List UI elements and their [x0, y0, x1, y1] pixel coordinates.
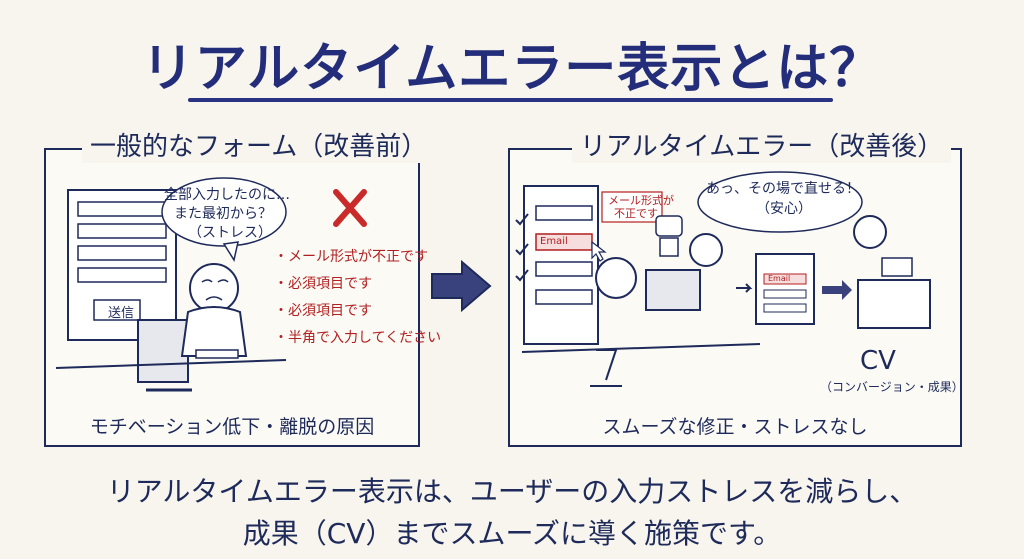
mini-form [755, 253, 815, 325]
arrow-right-icon [431, 259, 492, 313]
cursor-icon [591, 240, 607, 262]
speech-bubble [697, 171, 863, 233]
send-button-shape [93, 299, 141, 321]
error-list: ・メール形式が不正です ・必須項目です ・必須項目です ・半角で入力してください [274, 244, 441, 352]
form-field [535, 261, 593, 277]
after-panel-title: リアルタイムエラー（改善後） [572, 126, 952, 163]
before-panel-title: 一般的なフォーム（改善前） [82, 126, 436, 163]
email-field-label: Email [540, 236, 568, 247]
chair-icon [590, 349, 622, 387]
form-sheet [523, 185, 599, 345]
before-illustration [55, 177, 367, 392]
happy-user-icon [595, 257, 637, 299]
monitor-icon [137, 319, 189, 383]
inline-error-line-2: 不正です [614, 207, 658, 220]
form-field [77, 223, 167, 239]
cv-label: CV [860, 346, 896, 376]
desk-line [55, 359, 287, 369]
send-button-label: 送信 [108, 306, 135, 321]
page-title: リアルタイムエラー表示とは？ [141, 39, 883, 99]
error-item: ・必須項目です [274, 303, 372, 319]
desk-line [521, 343, 761, 353]
form-field [535, 205, 593, 221]
red-x-icon [333, 189, 367, 227]
cash-register-icon [857, 279, 931, 329]
summary-line-2: 成果（CV）までスムーズに導く施策です。 [242, 517, 782, 550]
before-panel: 一般的なフォーム（改善前） 全部入力 [44, 126, 441, 447]
error-item: ・必須項目です [274, 276, 372, 292]
summary-line-1: リアルタイムエラー表示は、ユーザーの入力ストレスを減らし、 [106, 475, 918, 508]
title-underline [188, 98, 833, 102]
bubble-line-2: また最初から？ [174, 206, 272, 222]
inline-error-line-1: メール形式が [608, 194, 674, 207]
bubble-line-3: （ストレス） [188, 225, 272, 241]
after-caption: スムーズな修正・ストレスなし [602, 416, 868, 438]
stressed-user-icon [189, 263, 239, 313]
before-caption: モチベーション低下・離脱の原因 [89, 416, 375, 438]
after-bubble-line-2: （安心） [756, 201, 812, 217]
after-bubble-line-1: あっ、その場で直せる！ [706, 181, 860, 197]
keyboard-icon [195, 349, 239, 359]
checkmark-icon [515, 213, 529, 282]
speech-bubble [161, 177, 287, 247]
error-item: ・メール形式が不正です [274, 249, 428, 265]
error-item: ・半角で入力してください [274, 330, 442, 346]
small-arrow-icon [736, 283, 753, 293]
arrow-to-cv-icon [822, 280, 852, 300]
bubble-line-1: 全部入力したのに… [164, 187, 290, 203]
mini-email-field [763, 273, 807, 285]
after-illustration [515, 171, 931, 387]
satisfied-user-icon [853, 215, 887, 249]
bubble-tail [222, 241, 239, 262]
robot-icon [655, 215, 683, 237]
helper-user-icon [689, 233, 723, 267]
form-field [77, 267, 167, 283]
after-panel: リアルタイムエラー（改善後） [508, 126, 962, 447]
mini-email-label: Email [768, 274, 791, 283]
form-field [535, 289, 593, 305]
cv-subtitle: （コンバージョン・成果） [820, 380, 964, 394]
monitor-icon [645, 269, 701, 311]
form-field [77, 245, 167, 261]
inline-error-tag [601, 191, 663, 223]
